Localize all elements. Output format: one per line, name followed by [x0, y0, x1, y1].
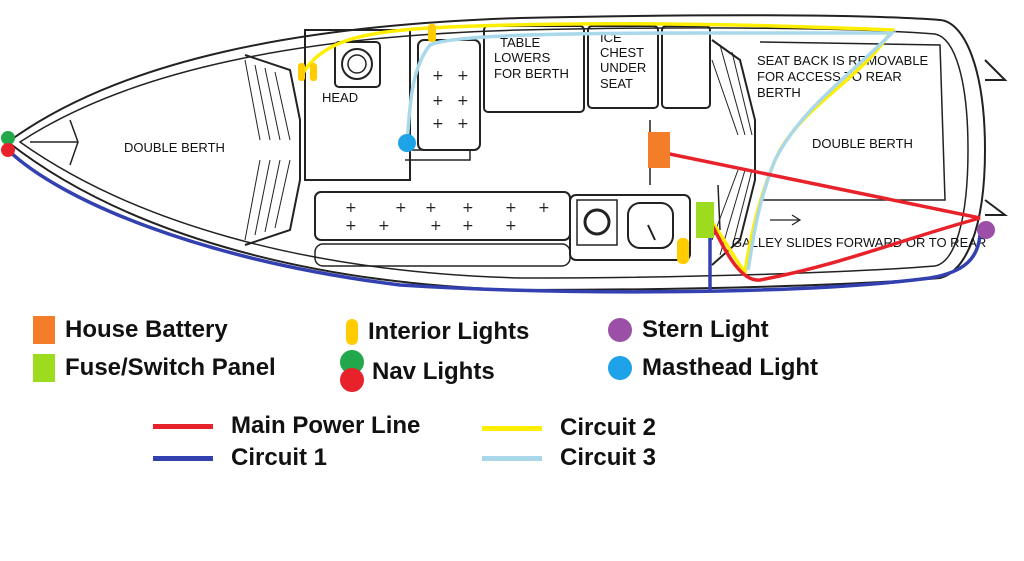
legend-circuit1-label: Circuit 1	[231, 444, 328, 471]
fuse-switch-panel	[696, 202, 714, 238]
legend-main-power-label: Main Power Line	[231, 412, 421, 439]
svg-text:+: +	[457, 116, 469, 132]
label-seatback-1: SEAT BACK IS REMOVABLE	[757, 53, 929, 68]
svg-text:+: +	[378, 218, 390, 234]
label-ice-4: SEAT	[600, 76, 633, 91]
stern-light	[977, 221, 995, 239]
svg-text:+: +	[432, 68, 444, 84]
masthead-light	[398, 134, 416, 152]
legend-masthead-light: Masthead Light	[608, 354, 818, 382]
svg-text:+: +	[505, 200, 517, 216]
legend-interior-lights-label: Interior Lights	[368, 318, 530, 345]
svg-text:+: +	[395, 200, 407, 216]
legend-circuit1: Circuit 1	[153, 444, 327, 472]
label-table-2: LOWERS	[494, 50, 551, 65]
circuit-2-line	[300, 21, 896, 277]
galley-arrow	[770, 214, 802, 226]
hull-outline	[6, 14, 987, 292]
port-settee-plus-marks: + + + + + + + + + + +	[345, 200, 550, 234]
legend-nav-lights: Nav Lights	[340, 350, 495, 394]
circuit3-swatch	[482, 455, 542, 461]
interior-light-1	[298, 63, 305, 81]
settee-plus-marks: + + + + + +	[432, 68, 469, 132]
main-power-swatch	[153, 423, 213, 429]
svg-text:+: +	[462, 200, 474, 216]
legend-circuit2: Circuit 2	[482, 414, 656, 442]
boat-wiring-diagram: ++ ++ ++ ++++++ +++++ DOUBLE BERTH HEAD …	[1, 14, 1008, 294]
legend-main-power: Main Power Line	[153, 412, 420, 440]
toilet-bowl	[341, 48, 373, 80]
house-battery-swatch	[33, 316, 55, 344]
stove-burner	[583, 208, 611, 236]
main-power-line	[659, 150, 981, 282]
fore-curtain-bottom	[244, 159, 291, 241]
aft-bulkhead	[711, 39, 756, 266]
svg-text:+: +	[505, 218, 517, 234]
settee-cushion	[417, 39, 481, 151]
nav-light-red	[1, 143, 15, 157]
svg-text:+: +	[432, 116, 444, 132]
fuse-panel-swatch	[33, 354, 55, 382]
svg-text:+: +	[432, 93, 444, 109]
svg-text:+: +	[425, 200, 437, 216]
legend-fuse-panel: Fuse/Switch Panel	[33, 354, 276, 382]
interior-light-2	[310, 63, 317, 81]
label-ice-2: CHEST	[600, 45, 644, 60]
galley-unit	[569, 194, 691, 261]
label-double-berth-aft: DOUBLE BERTH	[812, 136, 913, 151]
label-ice-3: UNDER	[600, 60, 646, 75]
svg-text:+: +	[538, 200, 550, 216]
legend-circuit3-label: Circuit 3	[560, 444, 657, 471]
sink	[627, 202, 674, 249]
legend-house-battery-label: House Battery	[65, 316, 228, 343]
nav-light-green	[1, 131, 15, 145]
legend-fuse-panel-label: Fuse/Switch Panel	[65, 354, 276, 381]
legend-house-battery: House Battery	[33, 316, 228, 344]
stern-light-swatch	[608, 318, 632, 342]
label-table-1: TABLE	[500, 35, 541, 50]
label-double-berth-fore: DOUBLE BERTH	[124, 140, 225, 155]
circuit-1-line	[6, 148, 982, 294]
bow-detail	[30, 119, 79, 166]
legend-interior-lights: Interior Lights	[346, 318, 529, 346]
svg-text:+: +	[462, 218, 474, 234]
nav-lights-swatch	[340, 350, 366, 394]
cabinet	[661, 25, 711, 109]
interior-light-3	[428, 24, 436, 42]
label-head: HEAD	[322, 90, 358, 105]
svg-text:+: +	[430, 218, 442, 234]
legend-stern-light: Stern Light	[608, 316, 769, 344]
svg-text:+: +	[345, 218, 357, 234]
legend-masthead-light-label: Masthead Light	[642, 354, 819, 381]
legend-stern-light-label: Stern Light	[642, 316, 769, 343]
label-table-3: FOR BERTH	[494, 66, 569, 81]
legend-circuit3: Circuit 3	[482, 444, 656, 472]
fore-curtain-top	[244, 59, 291, 141]
stove-box	[576, 199, 618, 246]
label-seatback-2: FOR ACCESS TO REAR	[757, 69, 902, 84]
interior-lights-swatch	[346, 319, 358, 345]
circuit2-swatch	[482, 425, 542, 431]
svg-text:+: +	[345, 200, 357, 216]
legend: House Battery Fuse/Switch Panel Interior…	[0, 300, 1024, 561]
house-battery	[648, 132, 670, 168]
stern-bracket	[984, 59, 1008, 216]
cabin-bulkhead	[405, 149, 471, 161]
circuit-3-line	[405, 31, 897, 271]
svg-text:+: +	[457, 68, 469, 84]
interior-light-4	[677, 238, 689, 264]
label-galley: GALLEY SLIDES FORWARD OR TO REAR	[732, 235, 986, 250]
fore-bulkhead	[244, 54, 301, 246]
aft-curtain-top	[711, 44, 753, 136]
toilet-box	[334, 41, 381, 88]
circuit1-swatch	[153, 455, 213, 461]
legend-circuit2-label: Circuit 2	[560, 414, 657, 441]
aft-berth-box	[759, 41, 946, 201]
ice-chest-area	[587, 25, 659, 109]
port-settee-front	[314, 243, 571, 267]
masthead-light-swatch	[608, 356, 632, 380]
legend-nav-lights-label: Nav Lights	[372, 358, 495, 385]
label-seatback-3: BERTH	[757, 85, 801, 100]
svg-text:+: +	[457, 93, 469, 109]
